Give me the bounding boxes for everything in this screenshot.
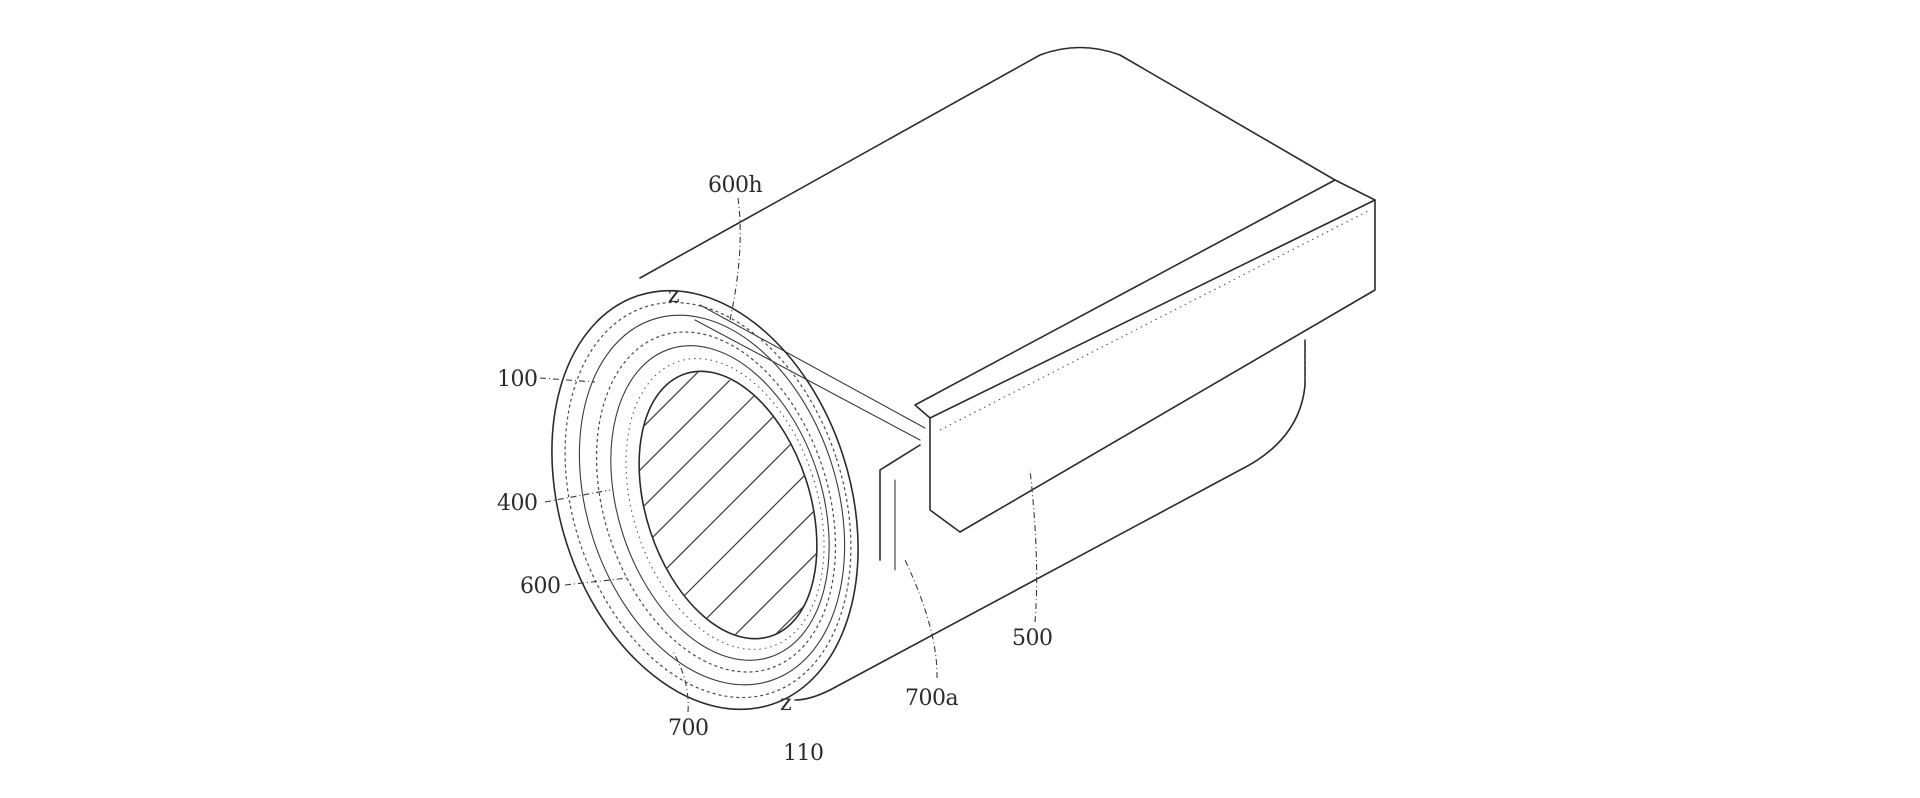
leader-lines [539, 197, 1038, 713]
device-body [639, 46, 1376, 701]
front-ring-assembly [551, 289, 859, 711]
label-600: 600 [520, 574, 561, 599]
label-z-top: z [668, 283, 679, 308]
label-700: 700 [668, 716, 709, 741]
label-600h: 600h [708, 173, 762, 198]
label-500: 500 [1012, 626, 1053, 651]
label-100: 100 [497, 367, 538, 392]
label-110: 110 [783, 741, 824, 766]
label-z-bottom: z [780, 691, 791, 716]
reference-labels: 600h 100 400 600 700 700a 500 110 z z [497, 173, 1053, 766]
label-700a: 700a [905, 686, 958, 711]
hatched-core [607, 369, 849, 662]
label-400: 400 [497, 491, 538, 516]
